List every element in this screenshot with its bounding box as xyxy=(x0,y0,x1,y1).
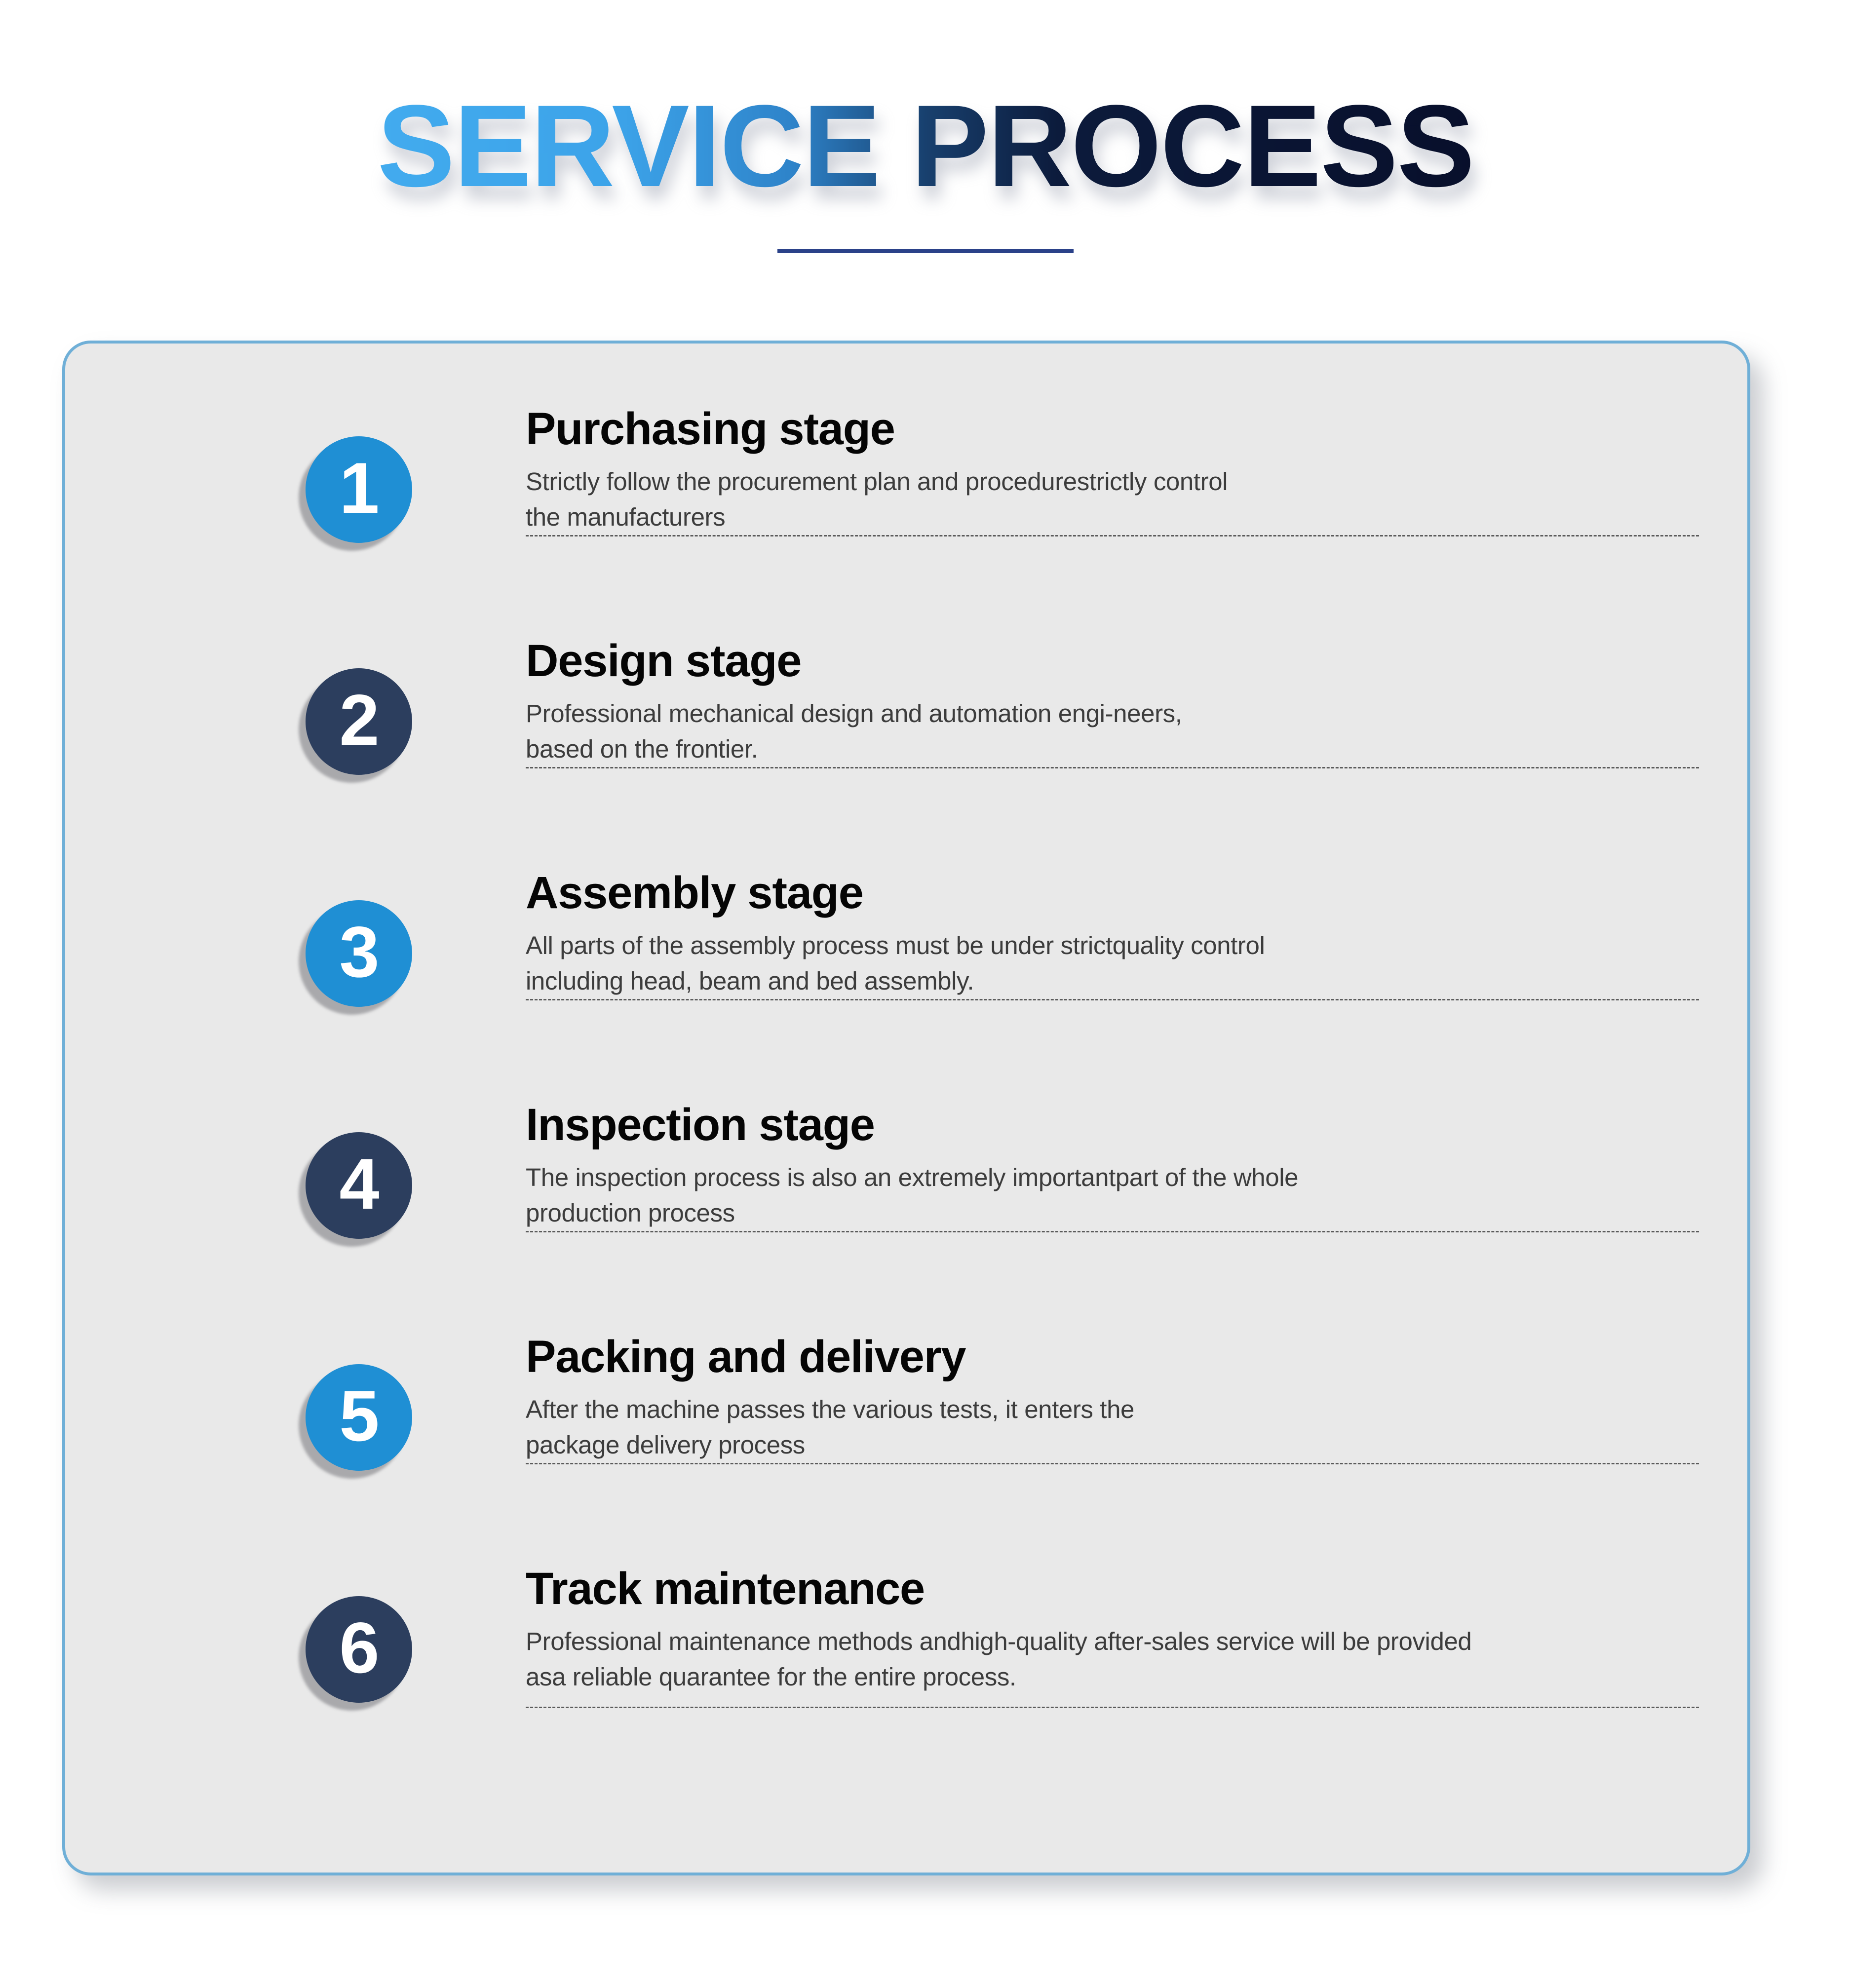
step-divider xyxy=(526,535,1699,536)
step-description-line: based on the frontier. xyxy=(526,735,758,764)
step-description: After the machine passes the various tes… xyxy=(526,1392,1693,1463)
step-description-line: package delivery process xyxy=(526,1431,805,1459)
step-divider xyxy=(526,767,1699,768)
step-description-line: Professional maintenance methods andhigh… xyxy=(526,1627,1472,1655)
step-divider xyxy=(526,999,1699,1000)
badge-number-label: 3 xyxy=(306,900,412,1007)
step-number-badge: 2 xyxy=(299,668,412,783)
step-description: Strictly follow the procurement plan and… xyxy=(526,464,1693,535)
step-description-line: asa reliable quarantee for the entire pr… xyxy=(526,1663,1016,1691)
step-description: The inspection process is also an extrem… xyxy=(526,1160,1693,1231)
badge-number-label: 6 xyxy=(306,1596,412,1703)
step-number-badge: 6 xyxy=(299,1596,412,1711)
step-description-line: The inspection process is also an extrem… xyxy=(526,1163,1299,1191)
step-number-badge: 5 xyxy=(299,1364,412,1479)
step-description: Professional maintenance methods andhigh… xyxy=(526,1624,1693,1695)
badge-number-label: 4 xyxy=(306,1132,412,1239)
step-description: All parts of the assembly process must b… xyxy=(526,928,1693,999)
badge-number-label: 5 xyxy=(306,1364,412,1471)
step-number-badge: 1 xyxy=(299,436,412,551)
step-title: Design stage xyxy=(526,636,802,686)
step-title: Inspection stage xyxy=(526,1100,875,1150)
step-number-badge: 3 xyxy=(299,900,412,1015)
step-description-line: After the machine passes the various tes… xyxy=(526,1395,1135,1423)
step-divider xyxy=(526,1707,1699,1708)
step-description-line: the manufacturers xyxy=(526,503,726,532)
step-description-line: including head, beam and bed assembly. xyxy=(526,967,974,995)
badge-number-label: 1 xyxy=(306,436,412,543)
step-description-line: production process xyxy=(526,1199,735,1227)
step-divider xyxy=(526,1231,1699,1232)
badge-number-label: 2 xyxy=(306,668,412,775)
step-title: Assembly stage xyxy=(526,868,864,918)
step-title: Packing and delivery xyxy=(526,1332,966,1382)
page-header: SERVICE PROCESS xyxy=(0,0,1851,253)
title-underline xyxy=(777,249,1074,253)
step-description-line: All parts of the assembly process must b… xyxy=(526,931,1265,959)
step-title: Track maintenance xyxy=(526,1564,925,1614)
step-description-line: Strictly follow the procurement plan and… xyxy=(526,467,1228,496)
step-description: Professional mechanical design and autom… xyxy=(526,696,1693,767)
step-divider xyxy=(526,1463,1699,1464)
page-title: SERVICE PROCESS xyxy=(377,81,1474,211)
step-title: Purchasing stage xyxy=(526,404,895,454)
step-number-badge: 4 xyxy=(299,1132,412,1247)
step-description-line: Professional mechanical design and autom… xyxy=(526,699,1182,727)
